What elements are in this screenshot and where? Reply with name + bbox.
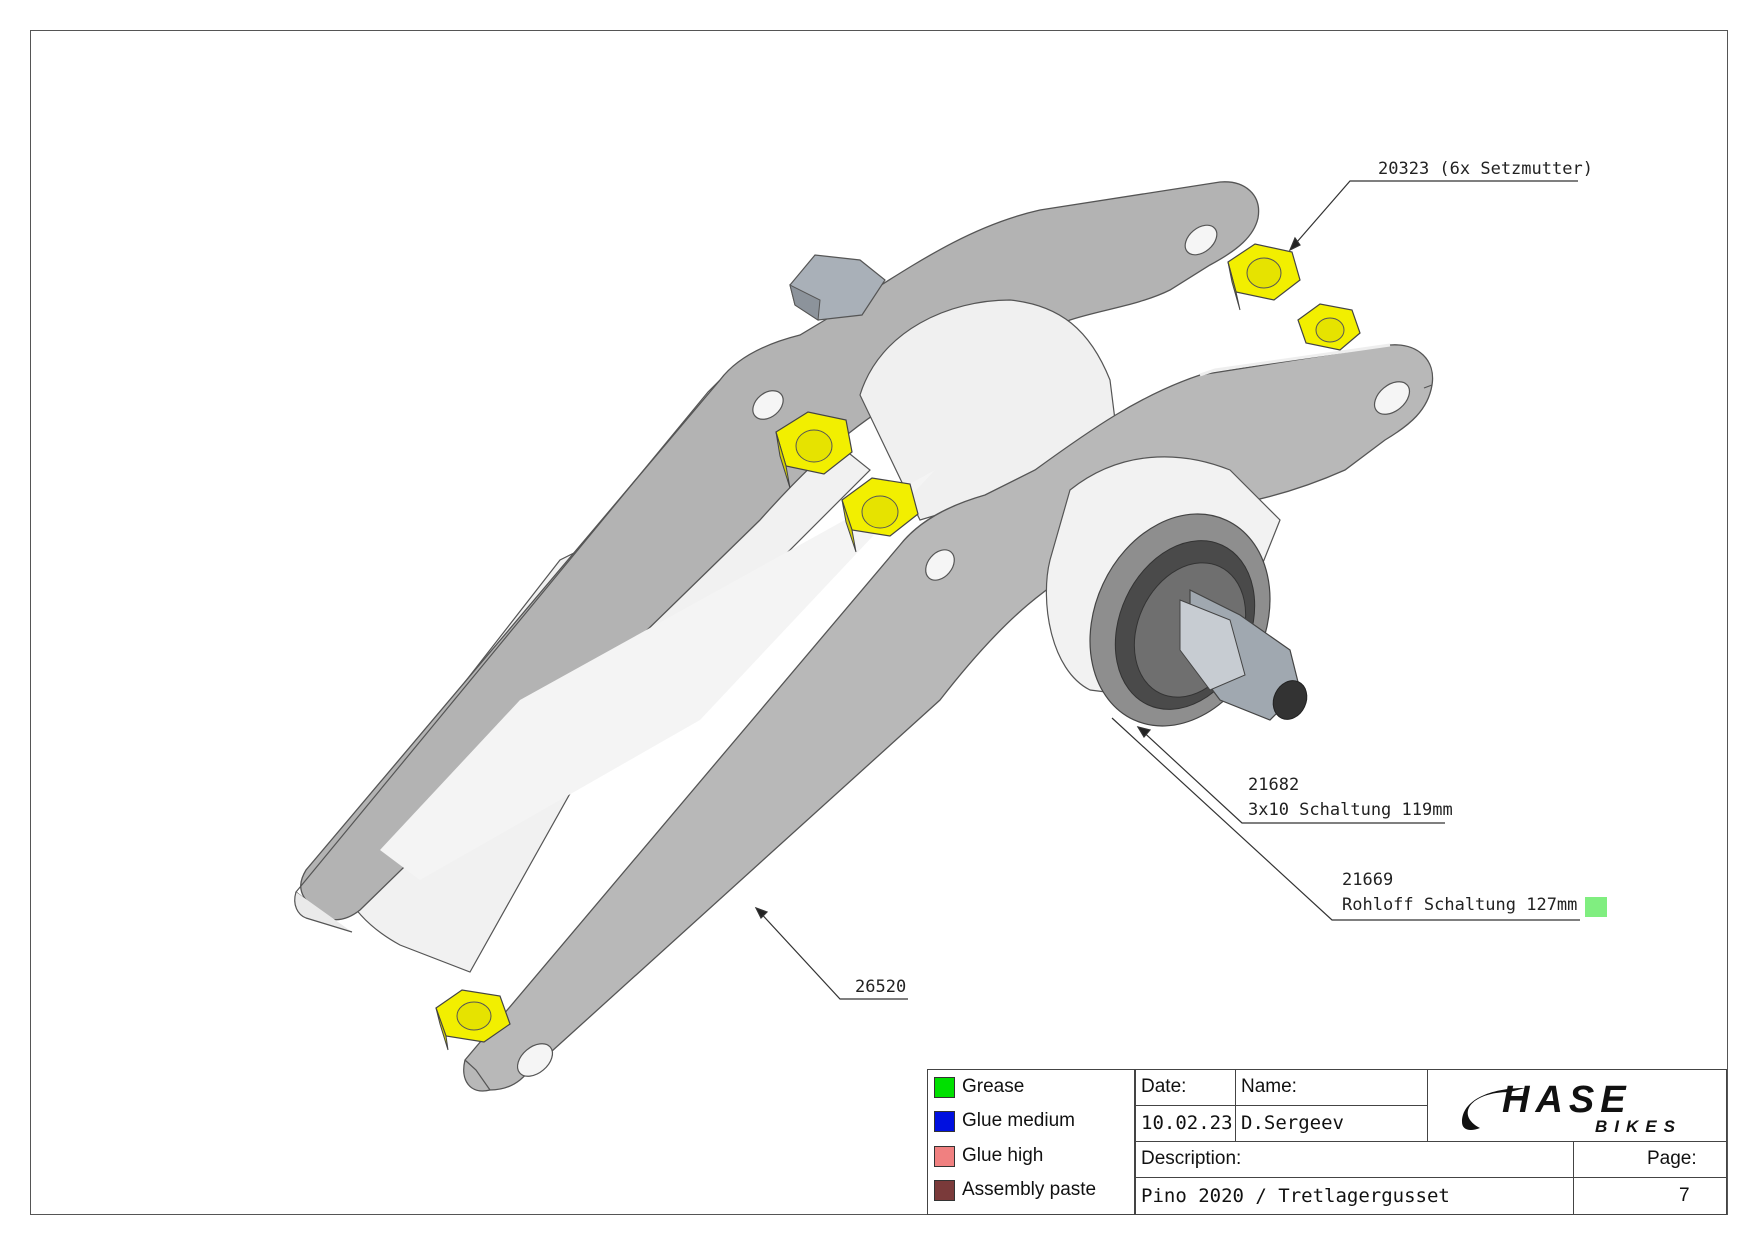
legend-label-assembly-paste: Assembly paste bbox=[962, 1179, 1097, 1200]
swatch-glue-high bbox=[934, 1146, 955, 1167]
callout-21669-number: 21669 bbox=[1342, 870, 1394, 890]
hase-logo-swoosh bbox=[1462, 1088, 1525, 1130]
callout-21682-desc: 3x10 Schaltung 119mm bbox=[1248, 800, 1453, 820]
legend-box bbox=[927, 1069, 1135, 1215]
setzmutter-nut-1 bbox=[1227, 243, 1301, 311]
legend-label-glue-high: Glue high bbox=[962, 1145, 1044, 1166]
logo-main-text: HASE bbox=[1502, 1079, 1632, 1121]
setzmutter-nut-5 bbox=[435, 989, 511, 1051]
callout-21682-number: 21682 bbox=[1248, 775, 1300, 795]
description-value: Pino 2020 / Tretlagergusset bbox=[1141, 1185, 1450, 1207]
page-label: Page: bbox=[1647, 1148, 1697, 1169]
setzmutter-nut-3 bbox=[775, 411, 853, 489]
callout-26520: 26520 bbox=[855, 977, 907, 997]
description-label: Description: bbox=[1141, 1148, 1242, 1169]
title-block: Grease Glue medium Glue high Assembly pa… bbox=[927, 1069, 1727, 1215]
date-divider bbox=[1135, 1105, 1428, 1106]
legend-label-glue-medium: Glue medium bbox=[962, 1110, 1075, 1131]
front-plate bbox=[463, 343, 1434, 1092]
drawing-frame bbox=[30, 30, 1728, 1215]
page-value: 7 bbox=[1679, 1185, 1690, 1206]
setzmutter-nut-4 bbox=[841, 477, 919, 553]
name-value: D.Sergeev bbox=[1241, 1112, 1344, 1134]
swatch-glue-medium bbox=[934, 1111, 955, 1132]
page-cell bbox=[1573, 1141, 1727, 1215]
swatch-grease bbox=[934, 1077, 955, 1098]
name-label: Name: bbox=[1241, 1076, 1297, 1097]
callout-21669-desc: Rohloff Schaltung 127mm bbox=[1342, 895, 1578, 915]
bearing-cup-21682 bbox=[1045, 456, 1308, 727]
leader-lines bbox=[754, 180, 1580, 1000]
legend-label-grease: Grease bbox=[962, 1076, 1025, 1097]
logo-sub-text: BIKES bbox=[1595, 1117, 1682, 1136]
date-value: 10.02.23 bbox=[1141, 1112, 1233, 1134]
rohloff-color-marker bbox=[1585, 897, 1607, 917]
bolt-head bbox=[789, 254, 886, 321]
callout-20323: 20323 (6x Setzmutter) bbox=[1378, 159, 1593, 179]
description-divider bbox=[1135, 1177, 1727, 1178]
setzmutter-nut-2 bbox=[1297, 303, 1361, 351]
swatch-assembly-paste bbox=[934, 1180, 955, 1201]
date-label: Date: bbox=[1141, 1076, 1187, 1097]
